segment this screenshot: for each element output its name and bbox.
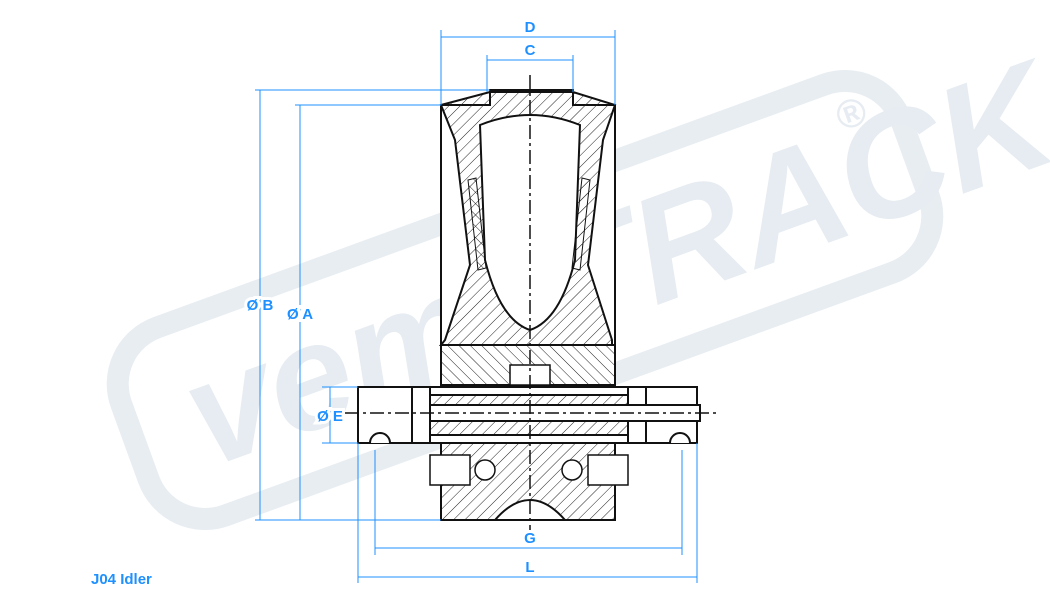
dim-label-b: Ø B [247,297,274,314]
dim-label-a: Ø A [287,306,313,323]
dimension-lines [255,30,698,583]
shaft [357,386,701,444]
dim-label-l: L [525,559,534,576]
centerlines [345,75,720,530]
dim-label-g: G [524,530,536,547]
dim-label-c: C [525,42,536,59]
idler-body [429,89,629,521]
dim-label-e: Ø E [317,408,343,425]
drawing-title: J04 Idler [91,571,152,588]
dim-label-d: D [525,19,536,36]
